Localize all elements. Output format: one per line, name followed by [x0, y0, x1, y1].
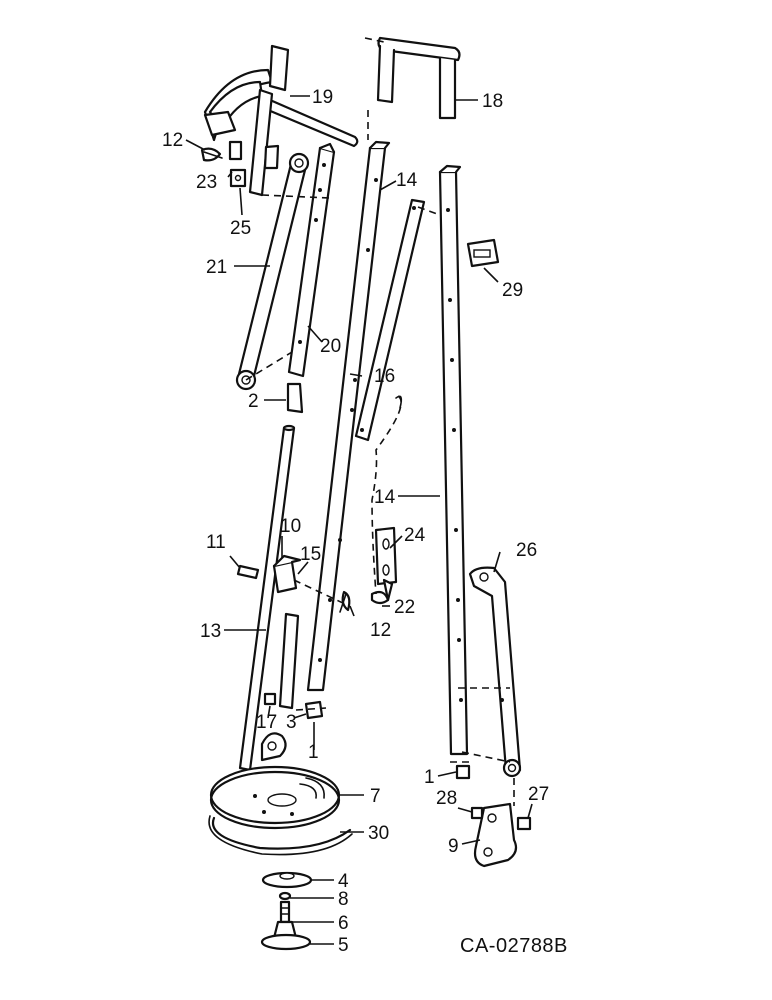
part-17-bushing — [263, 692, 277, 706]
part-16-angled-strap — [354, 198, 426, 442]
callout-27: 27 — [528, 784, 549, 805]
callout-19: 19 — [312, 87, 333, 108]
part-25-washer — [229, 168, 247, 188]
callout-11: 11 — [206, 532, 226, 553]
callout-30: 30 — [368, 823, 389, 844]
callout-26: 26 — [516, 540, 537, 561]
callout-18: 18 — [482, 91, 503, 112]
part-23-clip — [228, 140, 243, 161]
part-24-plate — [374, 526, 398, 586]
part-5-base-plate — [260, 920, 312, 951]
callout-25: 25 — [230, 218, 251, 239]
part-30-ring — [208, 815, 353, 856]
callout-10: 10 — [280, 516, 301, 537]
callout-14-right: 14 — [374, 487, 396, 508]
callout-12-top: 12 — [162, 130, 183, 151]
part-6-spindle — [279, 900, 291, 924]
callout-14-left: 14 — [396, 170, 418, 191]
callout-8: 8 — [338, 889, 349, 910]
part-10-bracket — [272, 554, 302, 594]
part-14-long-bar-left — [306, 140, 391, 692]
top-bracket-assembly — [203, 44, 290, 197]
callout-12-mid: 12 — [370, 620, 391, 641]
part-3-sleeve — [304, 700, 324, 720]
callout-21: 21 — [206, 257, 227, 278]
part-2-spacer — [286, 382, 304, 414]
callout-23: 23 — [196, 172, 217, 193]
callout-16: 16 — [374, 366, 395, 387]
clevis-fitting — [260, 732, 287, 762]
callout-7: 7 — [370, 786, 381, 807]
part-27-nut — [516, 816, 532, 831]
callout-9: 9 — [448, 836, 459, 857]
part-20-short-bar — [287, 142, 336, 378]
callout-22: 22 — [394, 597, 415, 618]
part-7-disc — [209, 765, 341, 830]
callout-20: 20 — [320, 336, 341, 357]
drawing-number: CA-02788B — [460, 935, 568, 957]
callout-6: 6 — [338, 913, 349, 934]
part-15-lower-link — [278, 612, 300, 710]
part-28-nut — [470, 806, 484, 820]
part-18-cross-bar — [376, 36, 461, 120]
part-29-clip — [466, 238, 500, 268]
part-12-cotter-pin-mid — [339, 590, 351, 613]
part-26-bent-link — [468, 566, 522, 778]
callout-4: 4 — [338, 871, 349, 892]
part-8-washer — [278, 891, 292, 901]
callout-5: 5 — [338, 935, 349, 956]
part-22-pin — [370, 578, 394, 605]
callout-24: 24 — [404, 525, 426, 546]
callout-13: 13 — [200, 621, 221, 642]
callout-17: 17 — [256, 712, 277, 733]
callout-labels: 18 19 12 23 25 14 29 21 20 16 2 14 11 10… — [162, 87, 549, 956]
leader-lines — [185, 95, 533, 945]
callout-2: 2 — [248, 391, 259, 412]
part-14-long-bar-right — [438, 164, 469, 756]
part-19-shaft — [266, 98, 359, 148]
callout-15: 15 — [300, 544, 321, 565]
part-21-link-rod — [235, 152, 310, 391]
callout-1-right: 1 — [424, 767, 435, 788]
callout-28: 28 — [436, 788, 457, 809]
part-12-cotter-pin-top — [200, 147, 223, 162]
part-1-bushing-right — [455, 764, 471, 780]
callout-29: 29 — [502, 280, 523, 301]
part-4-hub-plate — [261, 871, 313, 889]
callout-3: 3 — [286, 712, 297, 733]
part-11-bolt — [236, 564, 260, 580]
part-9-yoke — [473, 802, 518, 868]
callout-1-left: 1 — [308, 742, 319, 763]
